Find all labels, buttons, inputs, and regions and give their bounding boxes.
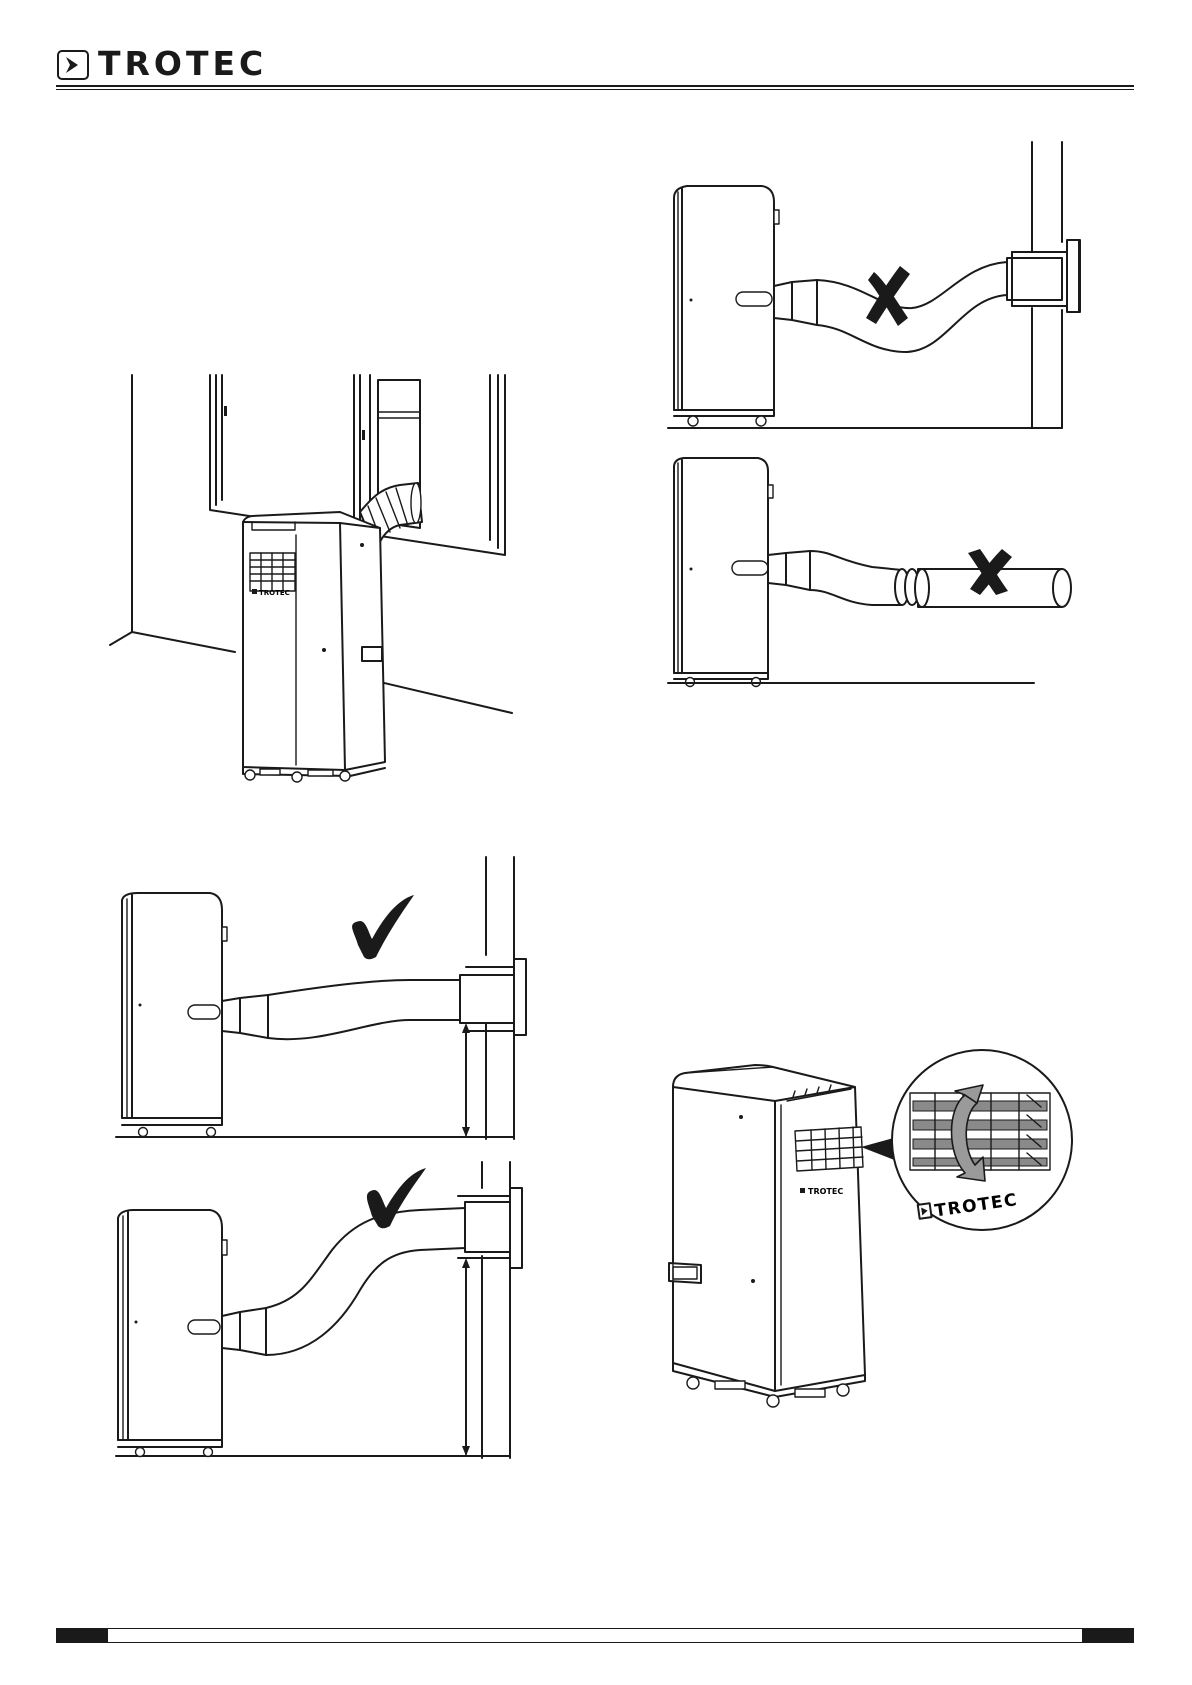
figure-duct-correct-high <box>110 1160 530 1460</box>
footer-block-right <box>1082 1628 1134 1643</box>
header-rule-thick <box>56 85 1134 87</box>
figure-duct-extended-wrong <box>662 455 1082 685</box>
footer-bar <box>56 1628 1134 1643</box>
header-rule-thin <box>56 89 1134 90</box>
page-header: TROTEC <box>56 48 1134 90</box>
figure-louver-adjustment: TROTEC TROTEC <box>665 1045 1085 1440</box>
check-icon <box>352 895 414 959</box>
unit-brand-text: TROTEC <box>808 1187 843 1196</box>
figure-duct-correct-low <box>110 855 530 1140</box>
footer-block-left <box>56 1628 108 1643</box>
trotec-logo-icon <box>56 48 92 82</box>
unit-brand-text: TROTEC <box>259 589 290 597</box>
brand-wordmark: TROTEC <box>98 46 267 82</box>
figure-unit-by-window: TROTEC <box>100 370 520 785</box>
figure-duct-sagging-wrong <box>662 140 1072 430</box>
